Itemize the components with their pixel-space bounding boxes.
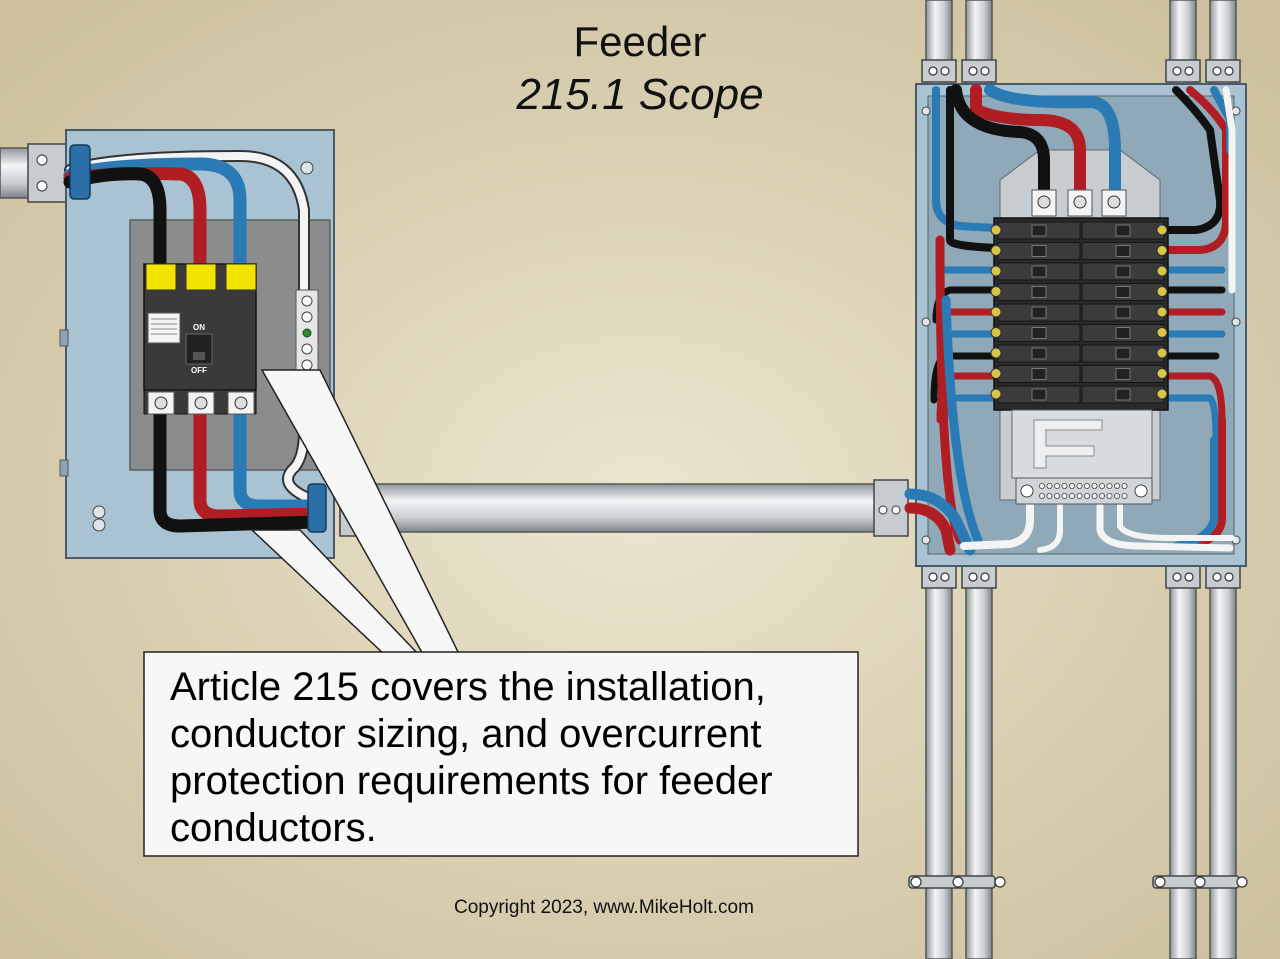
breaker-terminal: [1156, 286, 1168, 297]
breaker-handle: [1031, 245, 1047, 257]
feeder-conductors-left: [63, 150, 323, 533]
neutral-screw: [1039, 492, 1046, 499]
breaker-handle: [1031, 306, 1047, 319]
neutral-screw: [1076, 492, 1083, 499]
neutral-screw: [1069, 492, 1076, 499]
breaker-terminal: [1156, 327, 1168, 338]
neutral-screw: [1091, 482, 1098, 489]
breaker-handle: [1031, 327, 1047, 339]
callout-box: [143, 651, 859, 857]
breaker-handle: [1031, 224, 1047, 237]
breaker-terminal: [990, 368, 1002, 379]
panel-conduits: [908, 0, 1248, 959]
breaker-terminal: [1156, 306, 1168, 318]
main-lugs: [1031, 189, 1127, 217]
neutral-screw: [1106, 492, 1113, 499]
neutral-screw: [1076, 482, 1083, 489]
breaker-terminal: [990, 306, 1002, 318]
feeder-conduit: [339, 479, 909, 537]
neutral-screw: [1039, 482, 1046, 489]
callout-text: Article 215 covers the installation, con…: [170, 665, 773, 850]
breaker-handle: [1115, 388, 1131, 401]
breaker-handle: [1031, 368, 1047, 380]
feeder-circuit-breaker: ON OFF: [143, 263, 257, 415]
neutral-screw: [1121, 482, 1128, 489]
neutral-screw: [1061, 482, 1068, 489]
breaker-terminal: [990, 224, 1002, 236]
enclosure-connectors: [69, 144, 327, 533]
copyright-notice: Copyright 2023, www.MikeHolt.com: [454, 897, 754, 918]
breaker-terminal: [990, 265, 1002, 277]
branch-circuit-wiring: [904, 84, 1236, 556]
breaker-terminal: [990, 327, 1002, 338]
neutral-screw: [1054, 482, 1061, 489]
breaker-handle: [1115, 306, 1131, 319]
breaker-handle: [1115, 265, 1131, 278]
neutral-screw: [1054, 492, 1061, 499]
supply-conduit: [0, 143, 67, 203]
neutral-screw: [1069, 482, 1076, 489]
breaker-off-label: OFF: [191, 366, 207, 375]
neutral-screw: [1114, 492, 1121, 499]
neutral-screw: [1046, 482, 1053, 489]
breaker-terminal: [1156, 388, 1168, 400]
neutral-screw: [1084, 482, 1091, 489]
breaker-handle: [1115, 224, 1131, 237]
breaker-terminal: [1156, 245, 1168, 256]
branch-breaker-stack: [990, 217, 1169, 411]
breaker-handle: [1031, 286, 1047, 298]
breaker-handle: [1115, 286, 1131, 298]
breaker-terminal: [990, 347, 1002, 359]
neutral-screw: [1061, 492, 1068, 499]
section-subtitle: 215.1 Scope: [516, 70, 764, 119]
breaker-handle: [1031, 388, 1047, 401]
panel-bus: [1011, 409, 1153, 505]
neutral-terminal-bar: [295, 289, 319, 375]
neutral-screw: [1121, 492, 1128, 499]
neutral-screw: [1046, 492, 1053, 499]
neutral-screw: [1084, 492, 1091, 499]
neutral-screw: [1099, 492, 1106, 499]
breaker-terminal: [990, 245, 1002, 256]
breaker-terminal: [1156, 224, 1168, 236]
breaker-on-label: ON: [193, 323, 205, 332]
breaker-terminal: [1156, 347, 1168, 359]
breaker-handle: [1115, 327, 1131, 339]
breaker-handle: [1031, 265, 1047, 278]
breaker-handle: [1115, 368, 1131, 380]
breaker-terminal: [1156, 368, 1168, 379]
breaker-handle: [1031, 347, 1047, 360]
page-title: Feeder: [573, 18, 707, 65]
breaker-handle: [1115, 245, 1131, 257]
neutral-screw: [1099, 482, 1106, 489]
breaker-handle: [1115, 347, 1131, 360]
neutral-screw: [1091, 492, 1098, 499]
breaker-terminal: [990, 388, 1002, 400]
breaker-terminal: [990, 286, 1002, 297]
neutral-screw: [1106, 482, 1113, 489]
breaker-terminal: [1156, 265, 1168, 277]
neutral-screw: [1114, 482, 1121, 489]
